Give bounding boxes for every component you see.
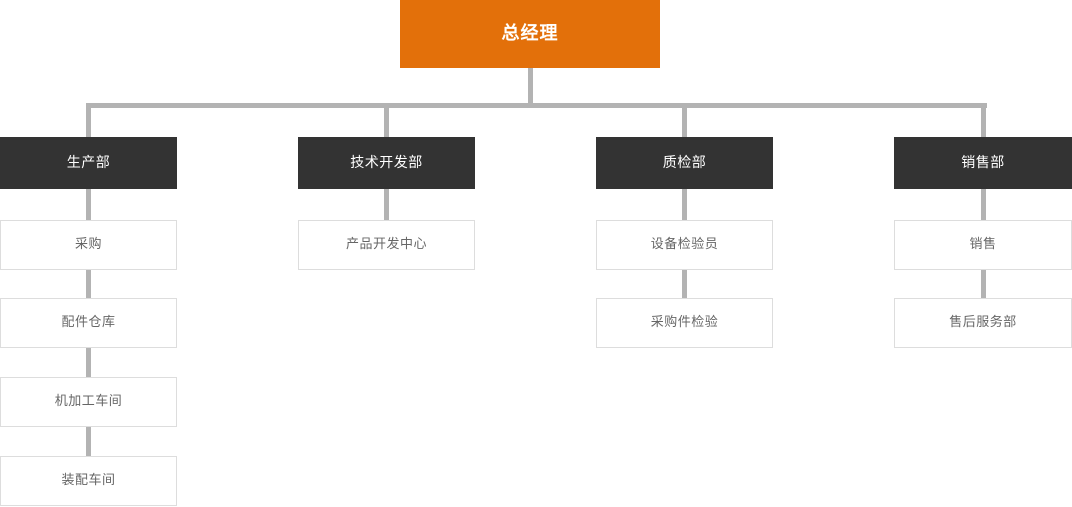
connector-dept-4-to-child-1 [981,189,986,220]
connector-child-3-to-child-4-col-1 [86,427,91,456]
connector-child-2-to-child-3-col-1 [86,348,91,377]
connector-child-1-to-child-2-col-1 [86,270,91,298]
connector-root-drop [528,68,533,107]
node-sub-equipment-inspector[interactable]: 设备检验员 [596,220,773,270]
node-sub-sales[interactable]: 销售 [894,220,1072,270]
node-department-quality-inspection[interactable]: 质检部 [596,137,773,189]
node-sub-machining-workshop[interactable]: 机加工车间 [0,377,177,427]
connector-dept-2-to-child-1 [384,189,389,220]
node-sub-product-development-center[interactable]: 产品开发中心 [298,220,475,270]
node-sub-parts-warehouse[interactable]: 配件仓库 [0,298,177,348]
connector-child-1-to-child-2-col-3 [682,270,687,298]
node-sub-purchased-parts-inspection[interactable]: 采购件检验 [596,298,773,348]
connector-bus-to-dept-1 [86,103,91,138]
connector-bus-to-dept-4 [981,103,986,138]
node-department-sales[interactable]: 销售部 [894,137,1072,189]
connector-bus-to-dept-2 [384,103,389,138]
connector-dept-1-to-child-1 [86,189,91,220]
connector-child-1-to-child-2-col-4 [981,270,986,298]
connector-dept-3-to-child-1 [682,189,687,220]
connector-horizontal-bus [86,103,987,108]
node-sub-after-sales-service[interactable]: 售后服务部 [894,298,1072,348]
node-root-general-manager[interactable]: 总经理 [400,0,660,68]
node-department-production[interactable]: 生产部 [0,137,177,189]
node-department-technology-development[interactable]: 技术开发部 [298,137,475,189]
node-sub-procurement[interactable]: 采购 [0,220,177,270]
connector-bus-to-dept-3 [682,103,687,138]
node-sub-assembly-workshop[interactable]: 装配车间 [0,456,177,506]
